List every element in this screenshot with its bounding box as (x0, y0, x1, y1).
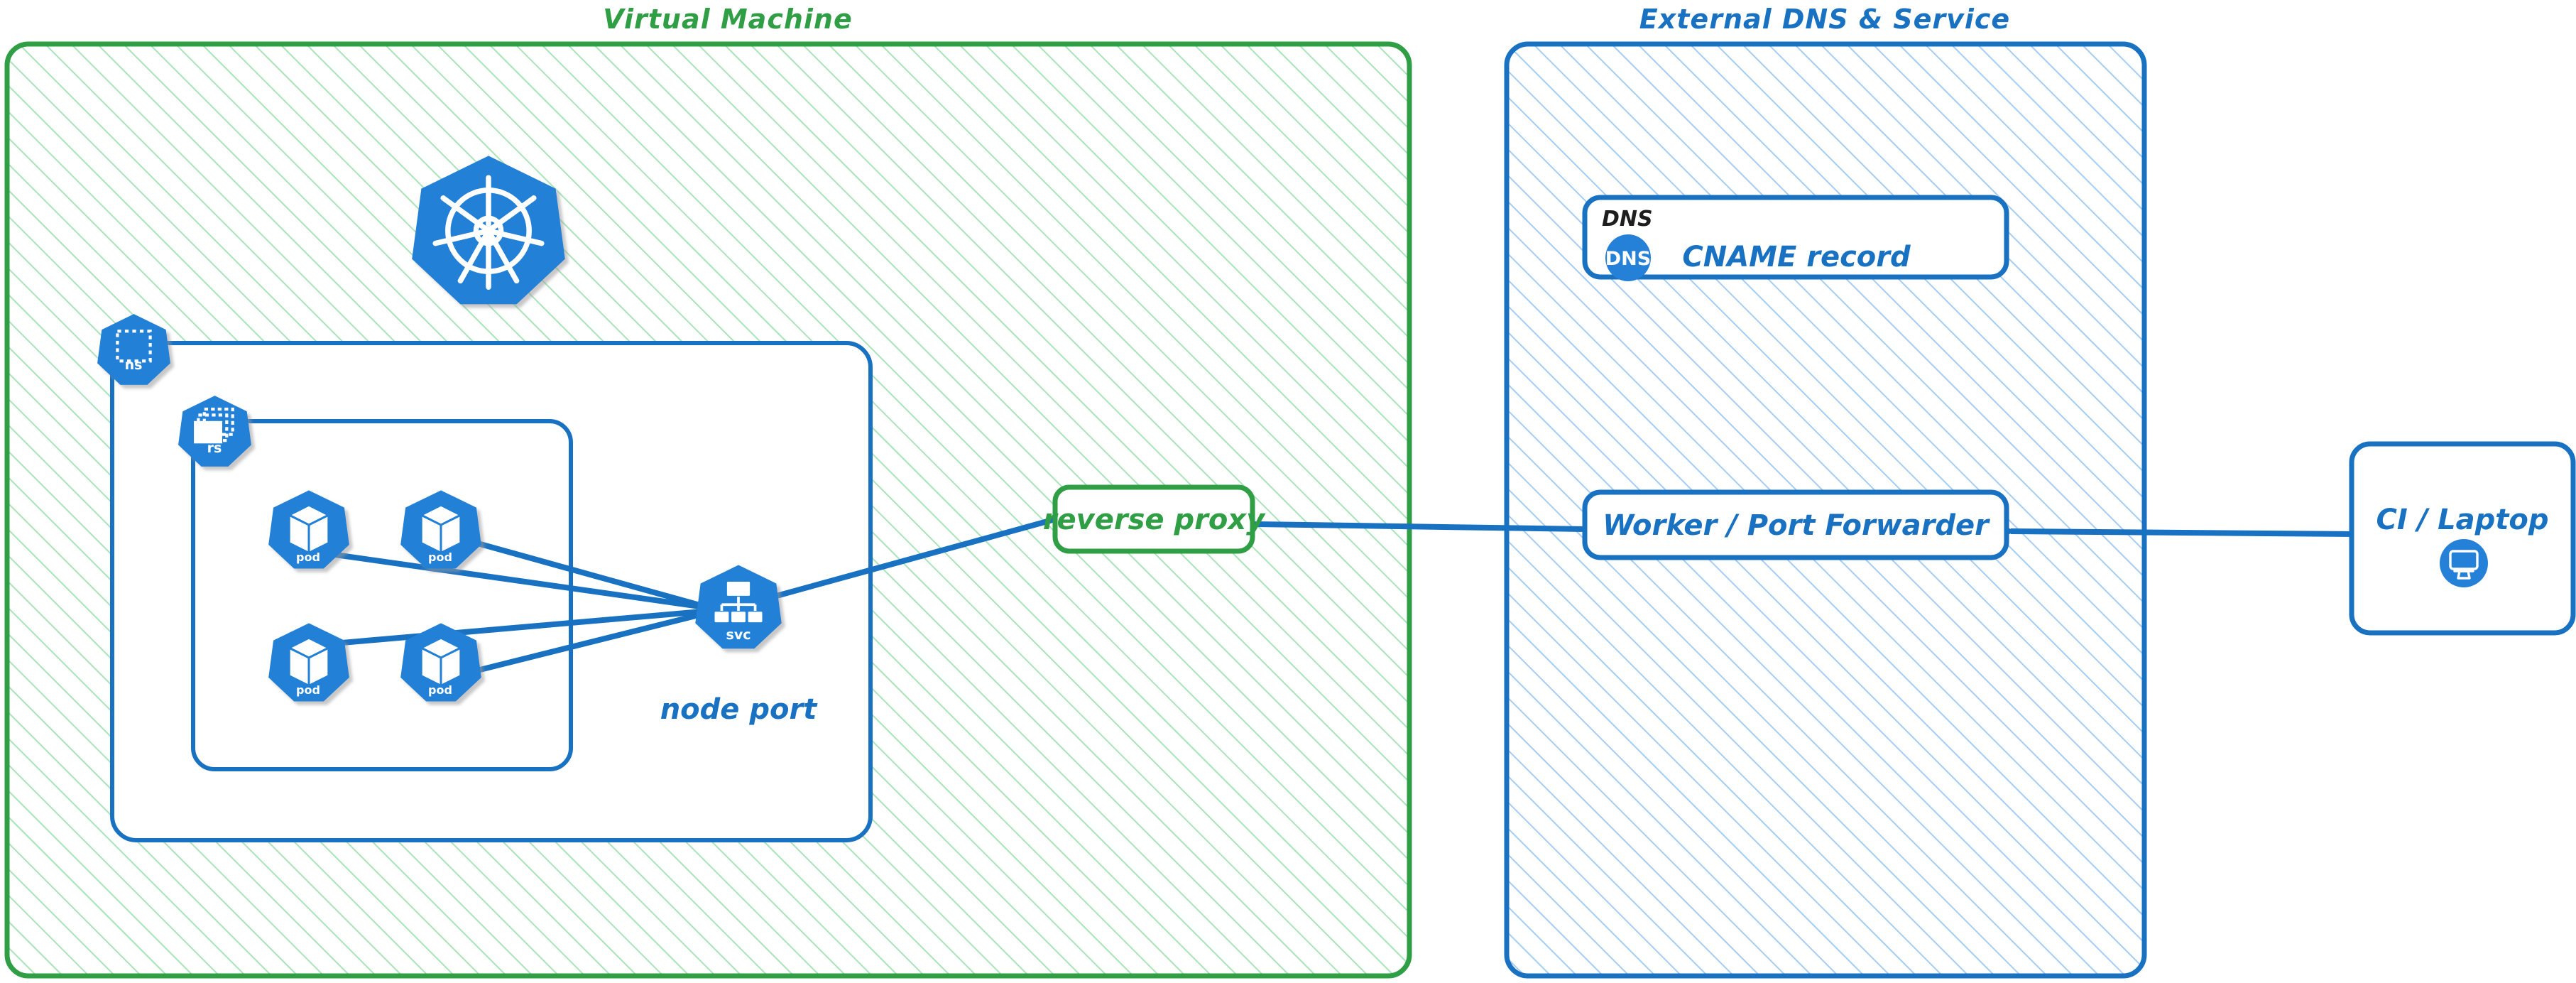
service-badge-label: svc (726, 627, 751, 643)
replicaset-badge-label: rs (207, 440, 222, 456)
reverse-proxy-label: reverse proxy (1043, 504, 1266, 536)
ci-laptop-label: CI / Laptop (2376, 504, 2548, 536)
arrow-svc-to-pod-4 (471, 609, 711, 672)
namespace-badge[interactable]: ns (97, 314, 170, 385)
arrow-svc-to-pod-1 (335, 555, 711, 611)
desktop-monitor-icon (2440, 539, 2488, 587)
arrow-reverse-proxy-to-service (774, 516, 1057, 597)
worker-card-label: Worker / Port Forwarder (1603, 509, 1990, 542)
pod-2[interactable]: pod (400, 490, 481, 569)
ci-laptop-card[interactable]: CI / Laptop (2349, 441, 2576, 636)
reverse-proxy-rect[interactable] (1052, 484, 1255, 554)
pod-3[interactable]: pod (268, 623, 349, 702)
dns-card-rect[interactable] (1582, 195, 2009, 280)
worker-card-rect[interactable] (1582, 489, 2009, 560)
service-node[interactable]: svc (695, 565, 782, 649)
pod-4[interactable]: pod (400, 623, 481, 702)
reverse-proxy-box[interactable]: reverse proxy (1043, 484, 1266, 554)
vm-group-title: Virtual Machine (603, 4, 853, 35)
worker-port-forwarder-card[interactable]: Worker / Port Forwarder (1582, 489, 2009, 560)
ext-group-title: External DNS & Service (1639, 4, 2010, 35)
dns-icon-label: DNS (1605, 248, 1651, 270)
replicaset-box[interactable] (191, 419, 573, 771)
arrow-worker-to-reverse-proxy (1257, 524, 1586, 532)
dns-icon (1605, 234, 1651, 281)
replicaset-badge[interactable]: rs (178, 396, 251, 467)
dns-card-tag: DNS (1602, 207, 1653, 232)
replicaset-container[interactable] (191, 419, 573, 771)
node-port-caption: node port (660, 693, 818, 726)
pod-4-label: pod (428, 683, 452, 697)
arrow-client-to-worker (2011, 531, 2352, 537)
pod-2-label: pod (428, 550, 452, 564)
arrow-svc-to-pod-2 (470, 541, 711, 611)
pod-3-label: pod (296, 683, 320, 697)
kubernetes-logo (412, 156, 565, 305)
pod-1-label: pod (296, 550, 320, 564)
dns-card[interactable]: DNS DNS CNAME record (1582, 195, 2009, 281)
service-to-pods-arrows (334, 541, 711, 672)
dns-card-label: CNAME record (1682, 241, 1911, 273)
pod-1[interactable]: pod (268, 490, 349, 569)
namespace-badge-label: ns (125, 357, 143, 373)
ci-laptop-rect[interactable] (2349, 441, 2576, 636)
arrow-svc-to-pod-3 (334, 608, 711, 643)
